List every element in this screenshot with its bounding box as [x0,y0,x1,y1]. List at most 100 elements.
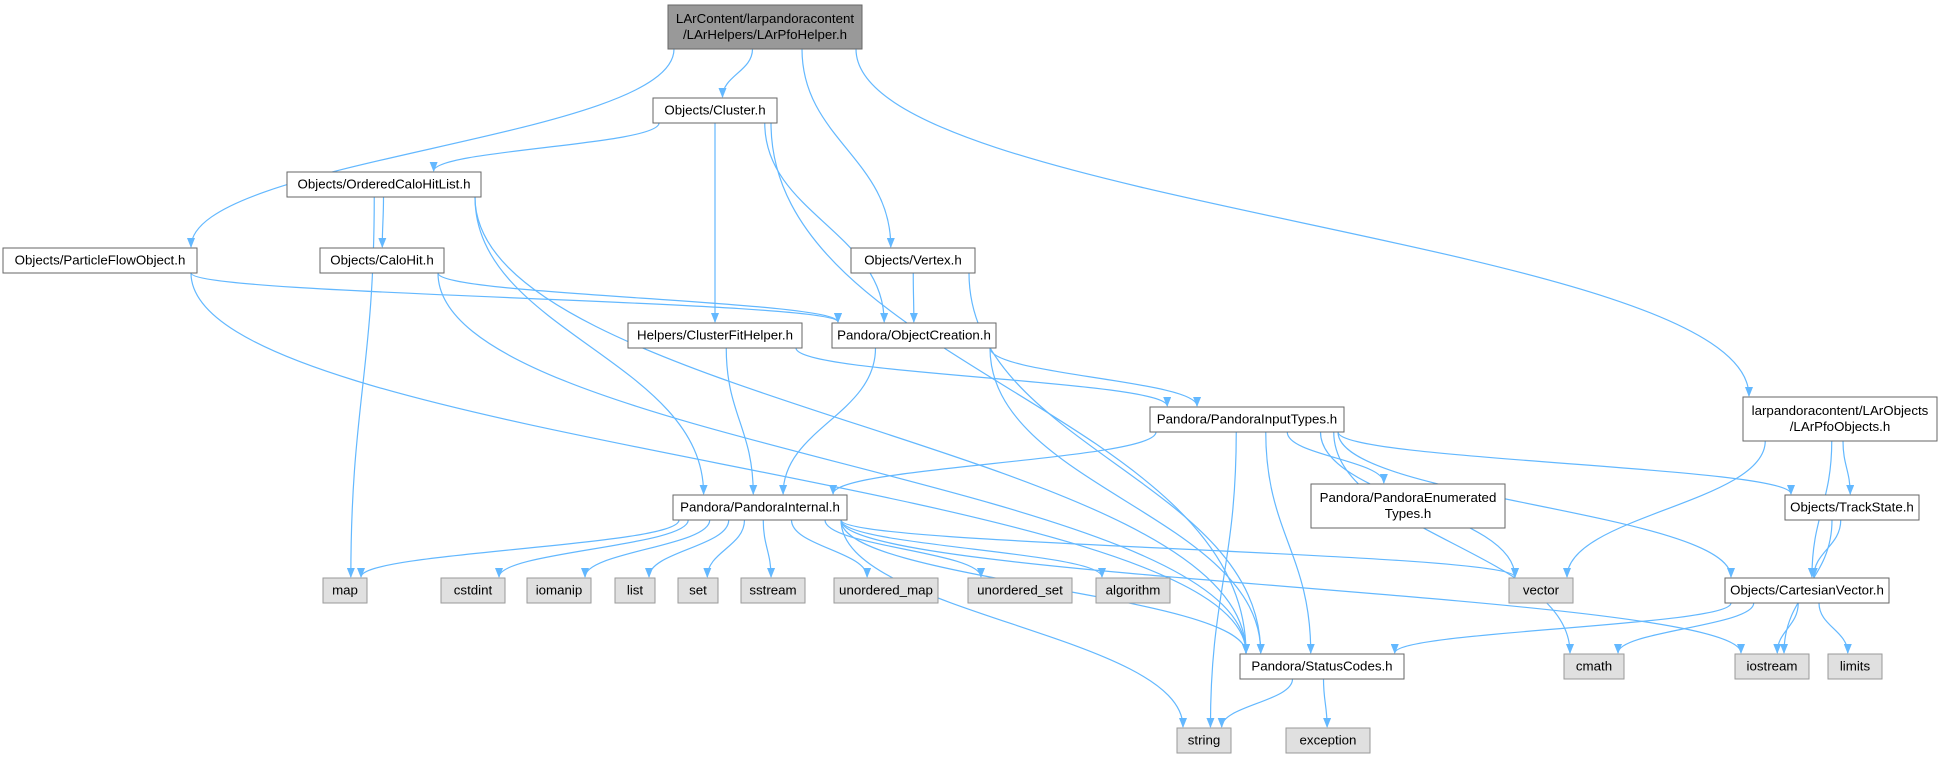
edge-cartesian-to-statuscodes [1390,602,1732,654]
node-label: Objects/OrderedCaloHitList.h [298,177,471,192]
edge-internal-to-iostream [840,519,1745,654]
node-label: Pandora/PandoraEnumerated [1320,490,1497,505]
node-label: Objects/Cluster.h [664,103,765,118]
node-unordered_map: unordered_map [833,577,939,604]
node-trackstate[interactable]: Objects/TrackState.h [1784,494,1920,521]
node-string: string [1176,727,1232,754]
node-objcreation[interactable]: Pandora/ObjectCreation.h [831,322,997,349]
node-label: Pandora/StatusCodes.h [1251,659,1392,674]
edge-statuscodes-to-string [1217,678,1294,728]
node-map: map [322,577,368,604]
node-cmath: cmath [1563,653,1625,680]
node-box [1827,653,1883,680]
node-label: sstream [749,583,796,598]
edge-cartesian-to-cmath [1614,602,1755,654]
node-box [1734,653,1810,680]
node-limits: limits [1827,653,1883,680]
node-label: limits [1840,659,1871,674]
node-calohit[interactable]: Objects/CaloHit.h [319,247,445,274]
node-box [677,577,719,604]
node-label: Objects/CartesianVector.h [1730,583,1884,598]
node-box [614,577,656,604]
node-algorithm: algorithm [1095,577,1171,604]
edge-clusterfit-to-inputtypes [795,347,1172,407]
node-box [1784,494,1920,521]
edge-vertex-to-objcreation [909,272,918,323]
node-iomanip: iomanip [526,577,592,604]
node-list: list [614,577,656,604]
node-inputtypes[interactable]: Pandora/PandoraInputTypes.h [1149,406,1345,433]
edge-internal-to-unordered_map [790,519,872,578]
edge-inputtypes-to-cmath [1333,431,1574,654]
node-label: unordered_map [839,583,933,598]
node-pfo[interactable]: Objects/ParticleFlowObject.h [2,247,198,274]
edge-cartesian-to-iostream [1773,602,1799,654]
node-label: Helpers/ClusterFitHelper.h [637,328,793,343]
node-box [319,247,445,274]
edge-ordered-to-statuscodes [474,196,1250,654]
edge-objcreation-to-inputtypes [989,347,1201,407]
node-larpfoobjects[interactable]: larpandoracontent/LArObjects/LArPfoObjec… [1742,396,1938,442]
nodes-layer: LArContent/larpandoracontent/LArHelpers/… [2,4,1938,754]
node-label: /LArPfoObjects.h [1790,419,1891,434]
node-box [833,577,939,604]
node-box [740,577,806,604]
node-box [1239,653,1405,680]
node-label: string [1188,733,1221,748]
edge-pfo-to-statuscodes [190,272,1250,654]
edge-root-to-pfo [187,48,675,248]
edge-cluster-to-statuscodes [770,122,1250,654]
node-box [850,247,976,274]
node-box [1310,483,1506,529]
node-internal[interactable]: Pandora/PandoraInternal.h [672,494,848,521]
edge-root-to-vertex [801,48,895,248]
edge-objcreation-to-statuscodes [989,347,1265,654]
edge-cartesian-to-limits [1818,602,1852,654]
edge-inputtypes-to-statuscodes [1265,431,1315,654]
edge-inputtypes-to-internal [829,431,1157,495]
edge-inputtypes-to-trackstate [1337,431,1795,495]
edge-internal-to-iomanip [581,519,711,578]
edge-trackstate-to-cartesian [1809,519,1842,578]
node-box [672,494,848,521]
node-cstdint: cstdint [440,577,506,604]
node-label: Objects/TrackState.h [1790,500,1914,515]
edge-inputtypes-to-string [1206,431,1237,728]
node-box [1508,577,1574,604]
edge-pfo-to-objcreation [190,272,842,323]
node-root[interactable]: LArContent/larpandoracontent/LArHelpers/… [667,4,863,50]
node-ordered[interactable]: Objects/OrderedCaloHitList.h [286,171,482,198]
node-vertex[interactable]: Objects/Vertex.h [850,247,976,274]
node-clusterfit[interactable]: Helpers/ClusterFitHelper.h [627,322,803,349]
edge-internal-to-unordered_set [824,519,985,578]
node-cartesian[interactable]: Objects/CartesianVector.h [1724,577,1890,604]
edge-root-to-cluster [718,48,754,98]
node-label: map [332,583,358,598]
node-box [322,577,368,604]
node-label: Objects/CaloHit.h [330,253,433,268]
node-label: algorithm [1106,583,1161,598]
node-sstream: sstream [740,577,806,604]
node-label: set [689,583,707,598]
node-box [667,4,863,50]
edge-larpfoobjects-to-trackstate [1842,440,1855,495]
node-exception: exception [1285,727,1371,754]
node-box [1563,653,1625,680]
node-box [526,577,592,604]
edge-internal-to-sstream [762,519,776,578]
node-label: Types.h [1385,506,1432,521]
node-label: cstdint [454,583,493,598]
node-set: set [677,577,719,604]
edges-layer [187,48,1855,728]
node-box [1095,577,1171,604]
edge-internal-to-map [357,519,680,578]
edge-inputtypes-to-enumerated [1286,431,1388,484]
node-label: exception [1300,733,1357,748]
node-unordered_set: unordered_set [967,577,1073,604]
node-cluster[interactable]: Objects/Cluster.h [652,97,778,124]
node-label: Objects/ParticleFlowObject.h [15,253,186,268]
node-label: list [627,583,644,598]
node-statuscodes[interactable]: Pandora/StatusCodes.h [1239,653,1405,680]
node-vector: vector [1508,577,1574,604]
